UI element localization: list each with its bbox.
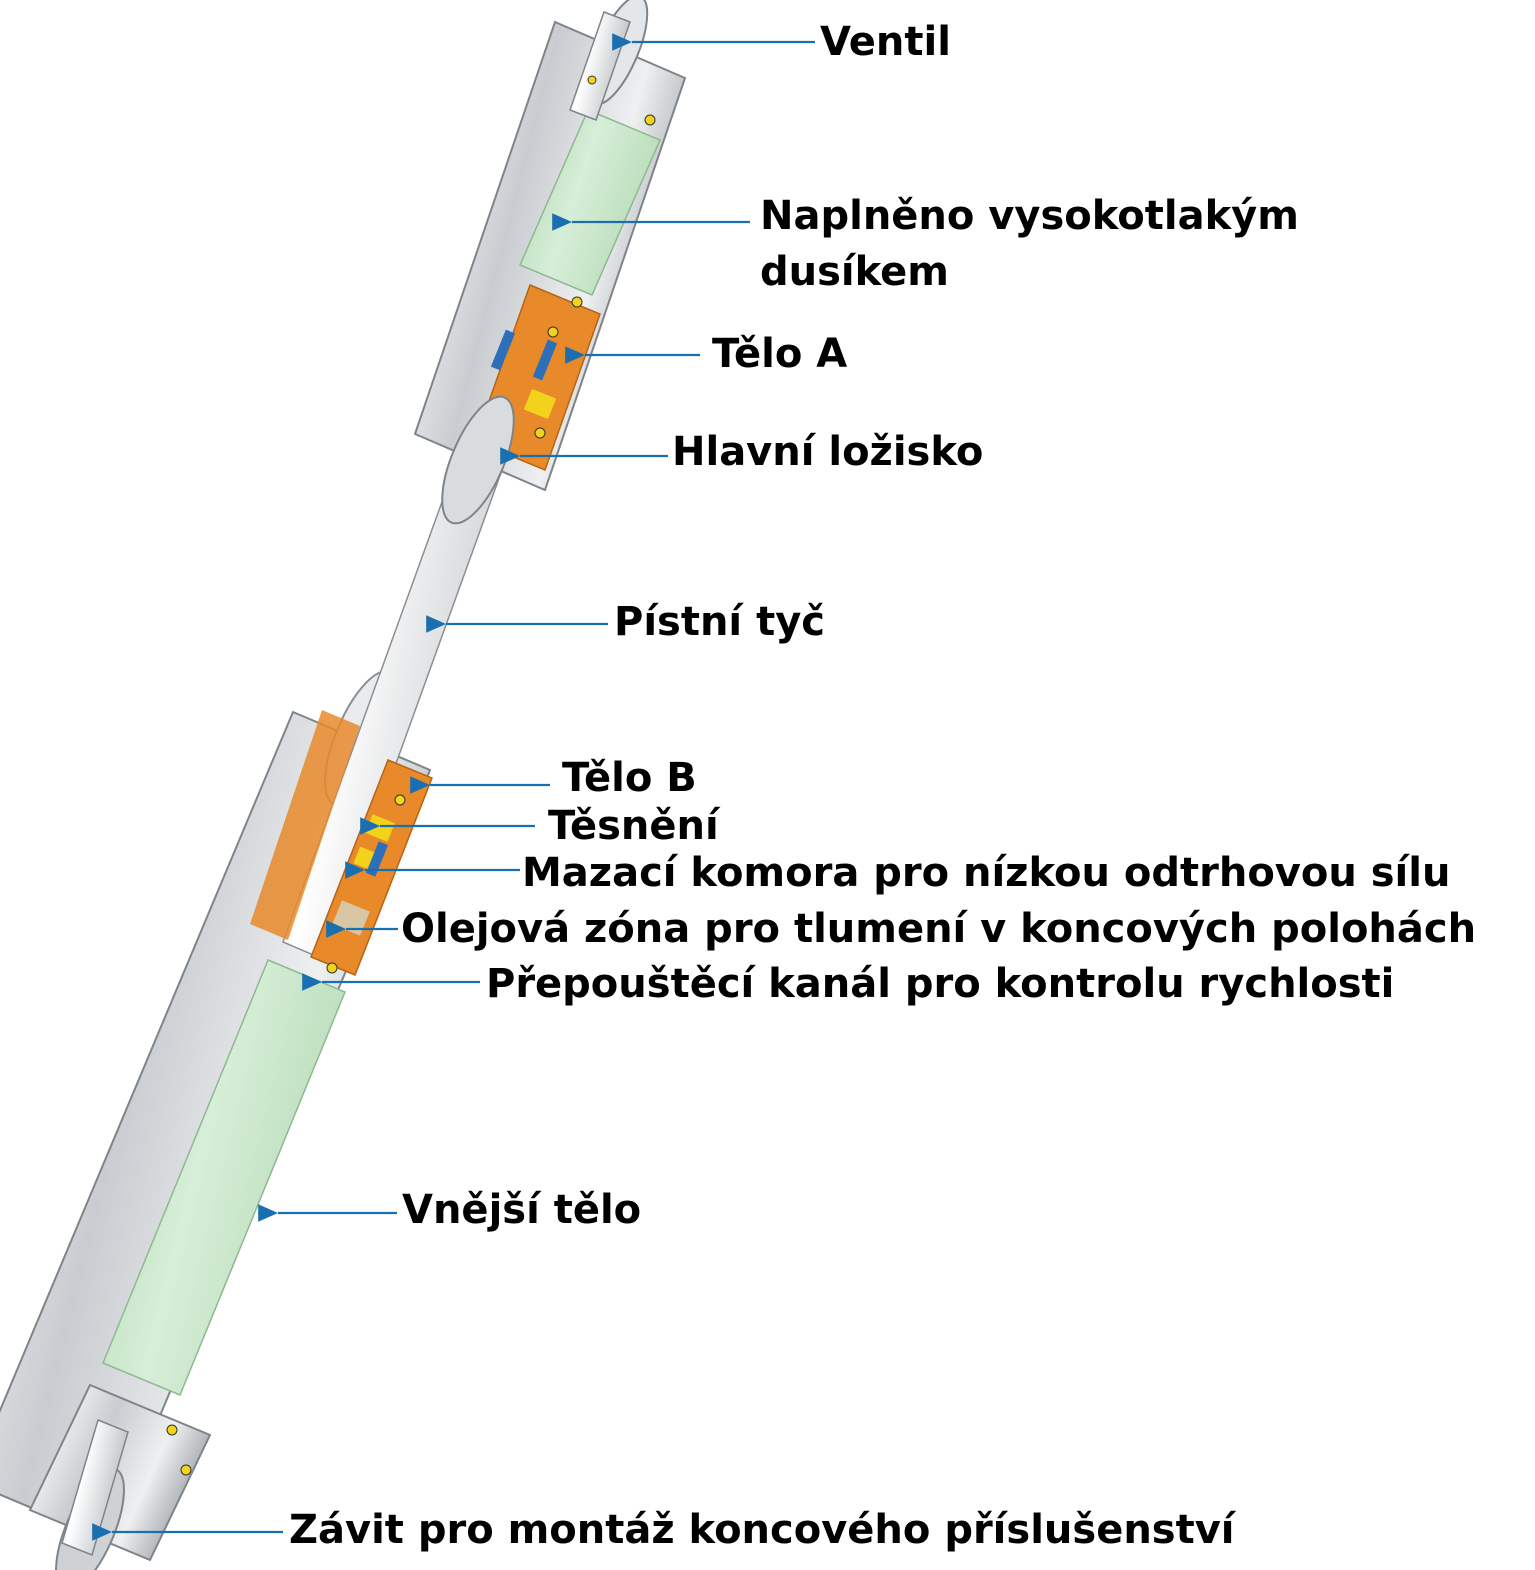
leader-lines [112,42,815,1532]
label-main-bearing: Hlavní ložisko [672,424,983,480]
label-body-a: Tělo A [712,326,847,382]
label-gas-line1: Naplněno vysokotlakým [760,188,1299,244]
label-ventil: Ventil [820,14,951,70]
upper-body [415,0,685,533]
label-lube-chamber: Mazací komora pro nízkou odtrhovou sílu [522,845,1450,901]
label-piston-rod: Pístní tyč [614,594,825,650]
label-bypass: Přepouštěcí kanál pro kontrolu rychlosti [486,956,1394,1012]
label-outer-body: Vnější tělo [402,1182,641,1238]
label-thread: Závit pro montáž koncového příslušenství [289,1502,1235,1558]
label-gas-line2: dusíkem [760,244,949,300]
label-oil-zone: Olejová zóna pro tlumení v koncových pol… [401,901,1476,957]
